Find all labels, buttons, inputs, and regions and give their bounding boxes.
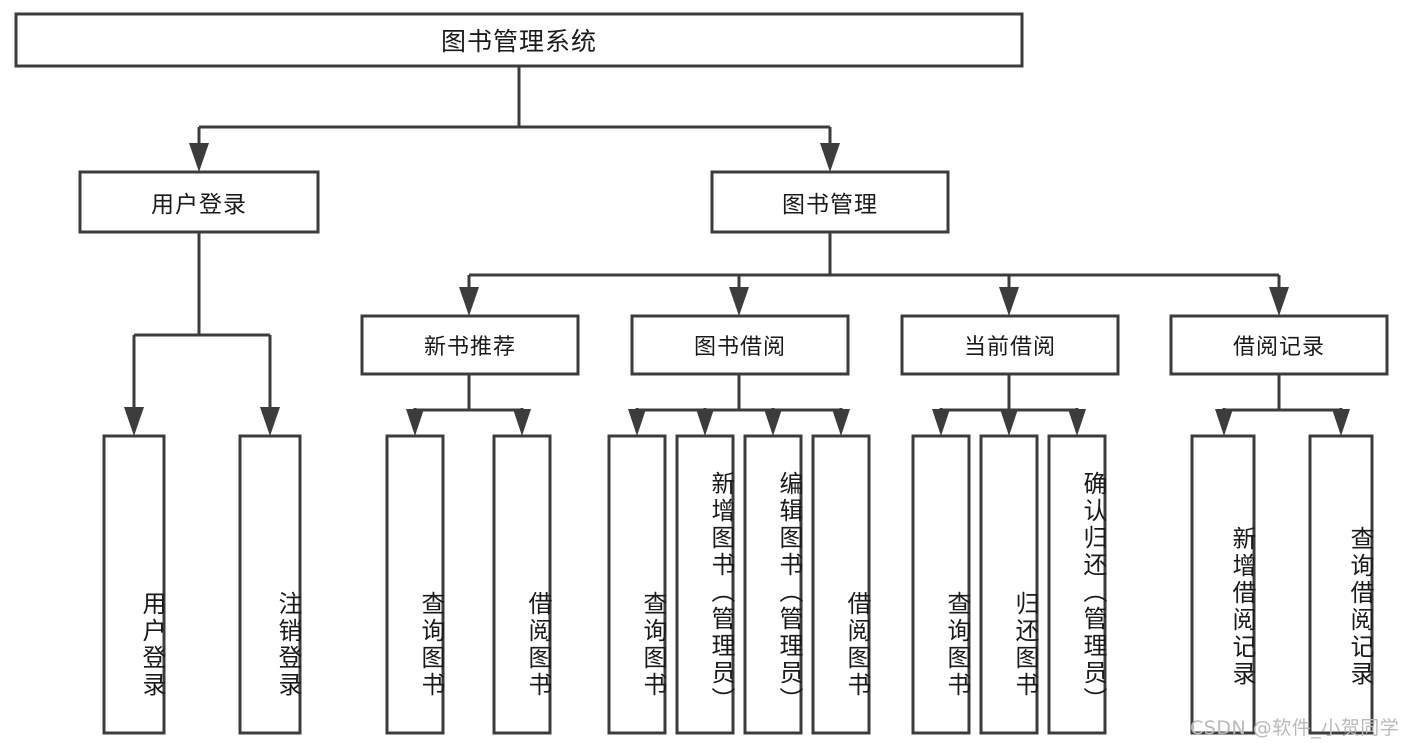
leaf-box-new-book-2[interactable] xyxy=(492,434,552,735)
arrowhead-bb-leaf-4 xyxy=(832,409,850,436)
arrowhead-new-book xyxy=(459,287,479,316)
node-box-book-manage[interactable] xyxy=(710,170,950,234)
node-box-user-login[interactable] xyxy=(78,170,320,234)
node-box-borrow-record[interactable] xyxy=(1169,314,1389,376)
arrowhead-cb-leaf-3 xyxy=(1068,409,1086,436)
arrowhead-book-manage xyxy=(820,143,840,172)
leaf-box-current-borrow-2[interactable] xyxy=(979,434,1039,735)
node-box-root[interactable] xyxy=(14,12,1024,68)
arrowhead-br-leaf-1 xyxy=(1215,409,1233,436)
leaf-box-current-borrow-1[interactable] xyxy=(911,434,971,735)
arrowhead-cb-leaf-1 xyxy=(932,409,950,436)
arrowhead-nb-leaf-1 xyxy=(406,409,424,436)
arrowhead-nb-leaf-2 xyxy=(513,409,531,436)
arrowhead-borrow-record xyxy=(1269,287,1289,316)
leaf-box-book-borrow-2[interactable] xyxy=(675,434,735,735)
leaf-box-user-login-1[interactable] xyxy=(102,434,166,735)
leaf-box-book-borrow-4[interactable] xyxy=(811,434,871,735)
arrowhead-current-borrow xyxy=(999,287,1019,316)
leaf-box-borrow-record-2[interactable] xyxy=(1308,434,1374,735)
arrowhead-ul-leaf-2 xyxy=(260,407,280,436)
node-box-new-book-recommend[interactable] xyxy=(360,314,580,376)
leaf-box-current-borrow-3[interactable] xyxy=(1047,434,1107,735)
arrowhead-ul-leaf-1 xyxy=(124,407,144,436)
arrowhead-bb-leaf-2 xyxy=(696,409,714,436)
arrowhead-br-leaf-2 xyxy=(1332,409,1350,436)
arrowhead-bb-leaf-3 xyxy=(764,409,782,436)
arrowhead-user-login xyxy=(189,143,209,172)
arrowhead-book-borrow xyxy=(729,287,749,316)
csdn-watermark: CSDN @软件_小贺同学 xyxy=(1190,717,1400,739)
leaf-box-user-login-2[interactable] xyxy=(238,434,302,735)
arrowhead-bb-leaf-1 xyxy=(628,409,646,436)
leaf-box-book-borrow-3[interactable] xyxy=(743,434,803,735)
node-box-current-borrow[interactable] xyxy=(900,314,1120,376)
leaf-box-new-book-1[interactable] xyxy=(385,434,445,735)
node-box-book-borrow[interactable] xyxy=(630,314,850,376)
leaf-box-book-borrow-1[interactable] xyxy=(607,434,667,735)
arrowhead-cb-leaf-2 xyxy=(1000,409,1018,436)
leaf-box-borrow-record-1[interactable] xyxy=(1190,434,1256,735)
